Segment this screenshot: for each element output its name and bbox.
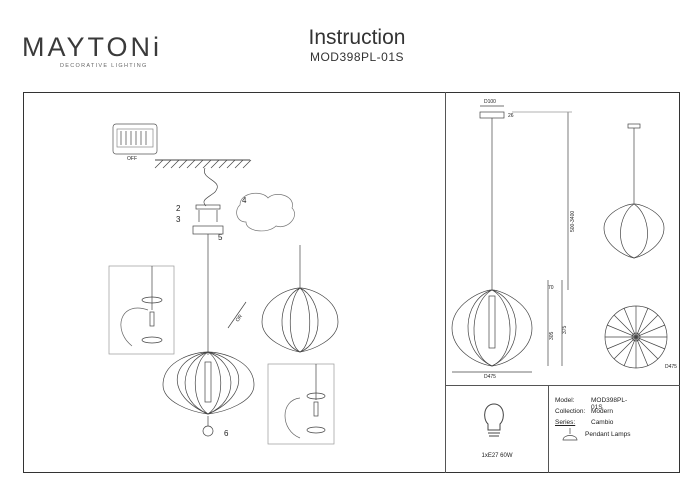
main-shade (162, 351, 255, 415)
dimension-drawing (451, 105, 572, 373)
top-view (604, 305, 668, 369)
lightbulb-icon (484, 403, 504, 437)
shade-height: 305 (549, 331, 555, 340)
canopy-diameter: D100 (484, 99, 496, 105)
step-4-number: 4 (242, 196, 247, 205)
body-height: 375 (562, 325, 568, 334)
collection-value: Modern (591, 408, 614, 415)
header: MAYTONi DECORATIVE LIGHTING Instruction … (0, 0, 700, 90)
drop-length: 500-3400 (570, 211, 576, 232)
pendant-type-icon (562, 428, 578, 441)
small-diameter: D475 (665, 364, 677, 370)
brand-tagline: DECORATIVE LIGHTING (60, 63, 148, 69)
angle-arrow (227, 301, 247, 329)
collection-key: Collection: (555, 408, 586, 415)
instruction-frame (23, 92, 680, 473)
bulb-icon (202, 425, 214, 437)
series-value: Cambio (591, 419, 614, 426)
step-3-number: 3 (176, 215, 181, 224)
brand-logo: MAYTONi DECORATIVE LIGHTING (22, 32, 163, 70)
step-2-number: 2 (176, 204, 181, 213)
supply-wire (203, 167, 218, 207)
model-key: Model: (555, 397, 575, 404)
ceiling-hatch (154, 159, 252, 169)
canopy-height: 26 (508, 113, 514, 119)
connection-detail (236, 192, 295, 232)
detail-panel-bottom (267, 363, 335, 445)
step-6-number: 6 (224, 429, 229, 438)
angle-label: OR (235, 313, 244, 323)
series-key: Series: (555, 419, 576, 426)
brand-name: MAYTONi (22, 32, 163, 62)
model-value: MOD398PL-01S (591, 397, 628, 411)
type-value: Pendant Lamps (585, 431, 631, 438)
step-5-number: 5 (218, 233, 223, 242)
bulb-spec: 1xE27 60W (481, 453, 513, 459)
bulb-divider (548, 385, 549, 473)
detail-panel-left (108, 265, 175, 355)
secondary-shade (261, 245, 339, 353)
shade-diameter: D475 (484, 374, 496, 380)
top-height: 70 (548, 285, 554, 291)
switch-off-label: OFF (127, 156, 137, 162)
section-divider (445, 92, 446, 473)
mount-bracket (195, 204, 221, 210)
page-title: Instruction (308, 26, 406, 49)
title-block: Instruction MOD398PL-01S (272, 26, 442, 65)
model-number: MOD398PL-01S (309, 50, 405, 64)
breaker-box-icon (112, 123, 158, 155)
small-pendant (603, 123, 665, 259)
spec-divider (445, 385, 680, 386)
